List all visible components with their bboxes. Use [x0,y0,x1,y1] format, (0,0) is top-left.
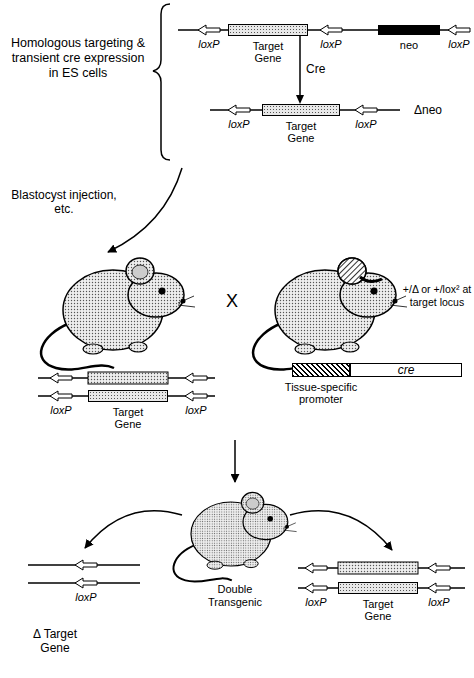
box-label: Tissue-specific promoter [279,381,363,405]
marker-box: neo [378,25,440,35]
gene-box: Target Gene [338,582,418,594]
mouse-drawing [253,258,407,370]
box-label: Target Gene [244,40,292,64]
box-label: Target Gene [277,120,325,144]
loxp-arrow [50,391,72,401]
mouse-drawing [253,258,407,370]
flow-arrow [108,168,182,252]
loxp-arrow [50,373,72,383]
loxp-arrow [185,373,207,383]
loxp-arrow [228,105,250,115]
step-note: Blastocyst injection, etc. [9,188,119,216]
loxp-arrow [428,563,450,573]
mouse-drawing [173,492,296,581]
loxp-arrow [320,25,342,35]
site-label: loxP [66,591,106,604]
site-label: loxP [311,38,351,51]
site-label: loxP [41,404,81,417]
mouse-drawing [41,258,195,370]
box-label: Target Gene [354,598,402,622]
marked-ear [338,258,366,284]
cre-box: cre [350,363,462,377]
site-label: loxP [346,118,386,131]
edge-label: Cre [306,62,325,76]
box-label: neo [389,39,429,51]
site-label: loxP [419,596,459,609]
promoter-box: Tissue-specific promoter [292,363,350,377]
box-label: Target Gene [104,406,152,430]
arrow-head [296,95,304,104]
loxp-arrow [198,25,220,35]
step-note: Homologous targeting & transient cre exp… [8,36,148,81]
loxp-arrow [185,391,207,401]
curly-bracket [153,4,170,160]
loxp-arrow [305,563,327,573]
site-label: loxP [189,38,229,51]
allele-label: Δneo [406,103,450,117]
mouse-label: Double Transgenic [195,583,275,609]
gene-box [338,562,418,574]
head-stripe [360,277,382,282]
cross-symbol: X [220,290,244,312]
gene-box: Target Gene [88,390,168,402]
loxp-arrow [428,583,450,593]
flow-arrow [234,440,236,482]
site-label: loxP [439,38,474,51]
loxp-arrow [75,578,97,588]
connector-line [299,36,301,95]
arrow-connector [296,36,304,104]
allele-label: Δ Target Gene [25,627,85,655]
flow-arrow [290,511,392,550]
loxp-arrow [355,105,377,115]
loxp-arrow [305,583,327,593]
box-text: cre [351,364,461,376]
gene-box [88,372,168,384]
gene-box: Target Gene [262,104,340,116]
site-label: loxP [219,118,259,131]
site-label: loxP [176,404,216,417]
loxp-arrow [75,560,97,570]
genotype-note: +/Δ or +/lox² at target locus [400,283,474,309]
flow-arrow [85,511,182,548]
loxp-arrow [448,25,470,35]
site-label: loxP [296,596,336,609]
gene-box: Target Gene [228,24,308,36]
